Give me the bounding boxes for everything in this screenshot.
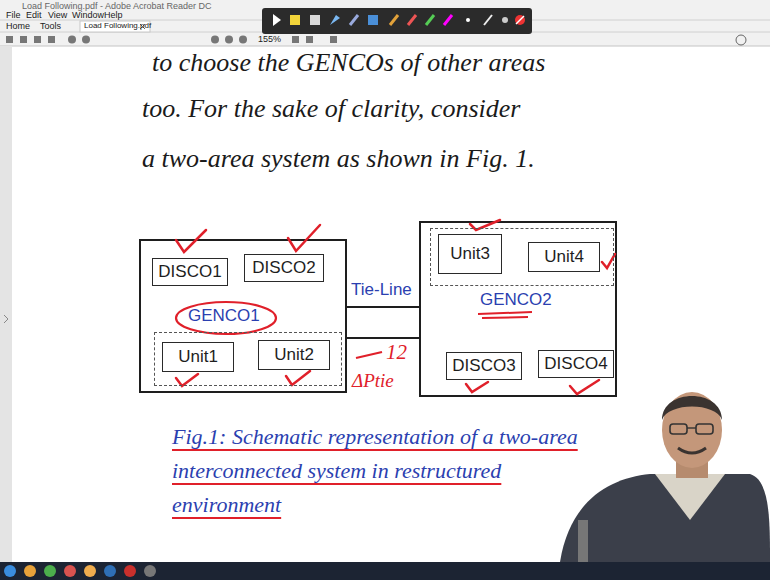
highlight-circle [176, 302, 276, 334]
underline [482, 317, 528, 318]
taskbar-icons [4, 565, 156, 577]
lecturer [560, 392, 770, 562]
toolbar-background [0, 0, 770, 46]
box-label: DISCO3 [452, 356, 515, 376]
divider [0, 46, 770, 47]
figure-caption: Fig.1: Schematic representation of a two… [172, 420, 592, 522]
box-label: DISCO2 [252, 258, 315, 278]
unit-box: Unit4 [528, 242, 600, 272]
box-label: Unit3 [450, 244, 490, 264]
ui-text: Edit [26, 10, 42, 20]
check-marks [176, 220, 615, 394]
genco-group: GENCO1Unit1 Unit2 [152, 300, 344, 388]
group-heading: GENCO1 [188, 306, 260, 326]
ui-text: Home [6, 21, 30, 31]
ui-text: Window [72, 10, 104, 20]
unit-box: DISCO3 [446, 352, 522, 380]
box-label: DISCO1 [158, 262, 221, 282]
help-icon [736, 35, 746, 45]
genco-group: GENCO2 Unit3 Unit4 [430, 228, 614, 314]
expand-arrow [4, 315, 8, 323]
tie-line [346, 337, 420, 339]
taskbar [0, 562, 770, 580]
area-outline [420, 222, 616, 396]
box-label: Unit4 [544, 247, 584, 267]
ui-text: Load Following.pdf [84, 21, 151, 30]
unit-box: DISCO4 [538, 350, 614, 378]
unit-box: DISCO1 [152, 258, 228, 286]
red-stroke [356, 352, 382, 358]
ui-text: Tools [40, 21, 61, 31]
tool-icons [6, 36, 337, 44]
underline [478, 312, 532, 314]
ui-text: File [6, 10, 21, 20]
annotation-tools [273, 14, 525, 26]
unit-box: Unit3 [438, 234, 502, 274]
handwritten-note: to choose the GENCOs of other areas [152, 48, 545, 78]
group-heading: GENCO2 [480, 290, 552, 310]
ui-text: 155% [258, 34, 281, 44]
unit-box: Unit2 [258, 340, 330, 370]
unit-box: Unit1 [162, 342, 234, 372]
annotation-toolbar [262, 8, 532, 34]
handwritten-note: 12 [386, 340, 407, 364]
box-label: DISCO4 [544, 354, 607, 374]
tie-line [346, 306, 420, 308]
unit-box: DISCO2 [244, 254, 324, 282]
box-label: Unit1 [178, 347, 218, 367]
ui-text: Help [104, 10, 123, 20]
handwritten-note: a two-area system as shown in Fig. 1. [142, 144, 535, 174]
area-outline [140, 240, 346, 392]
handwritten-note: too. For the sake of clarity, consider [142, 94, 520, 124]
box-label: Unit2 [274, 345, 314, 365]
ui-text: Load Following.pdf - Adobe Acrobat Reade… [22, 1, 212, 11]
ui-text: Tie-Line [351, 280, 412, 300]
handwritten-note: ΔPtie [352, 370, 394, 392]
ui-text: View [48, 10, 67, 20]
side-rail [0, 46, 12, 562]
